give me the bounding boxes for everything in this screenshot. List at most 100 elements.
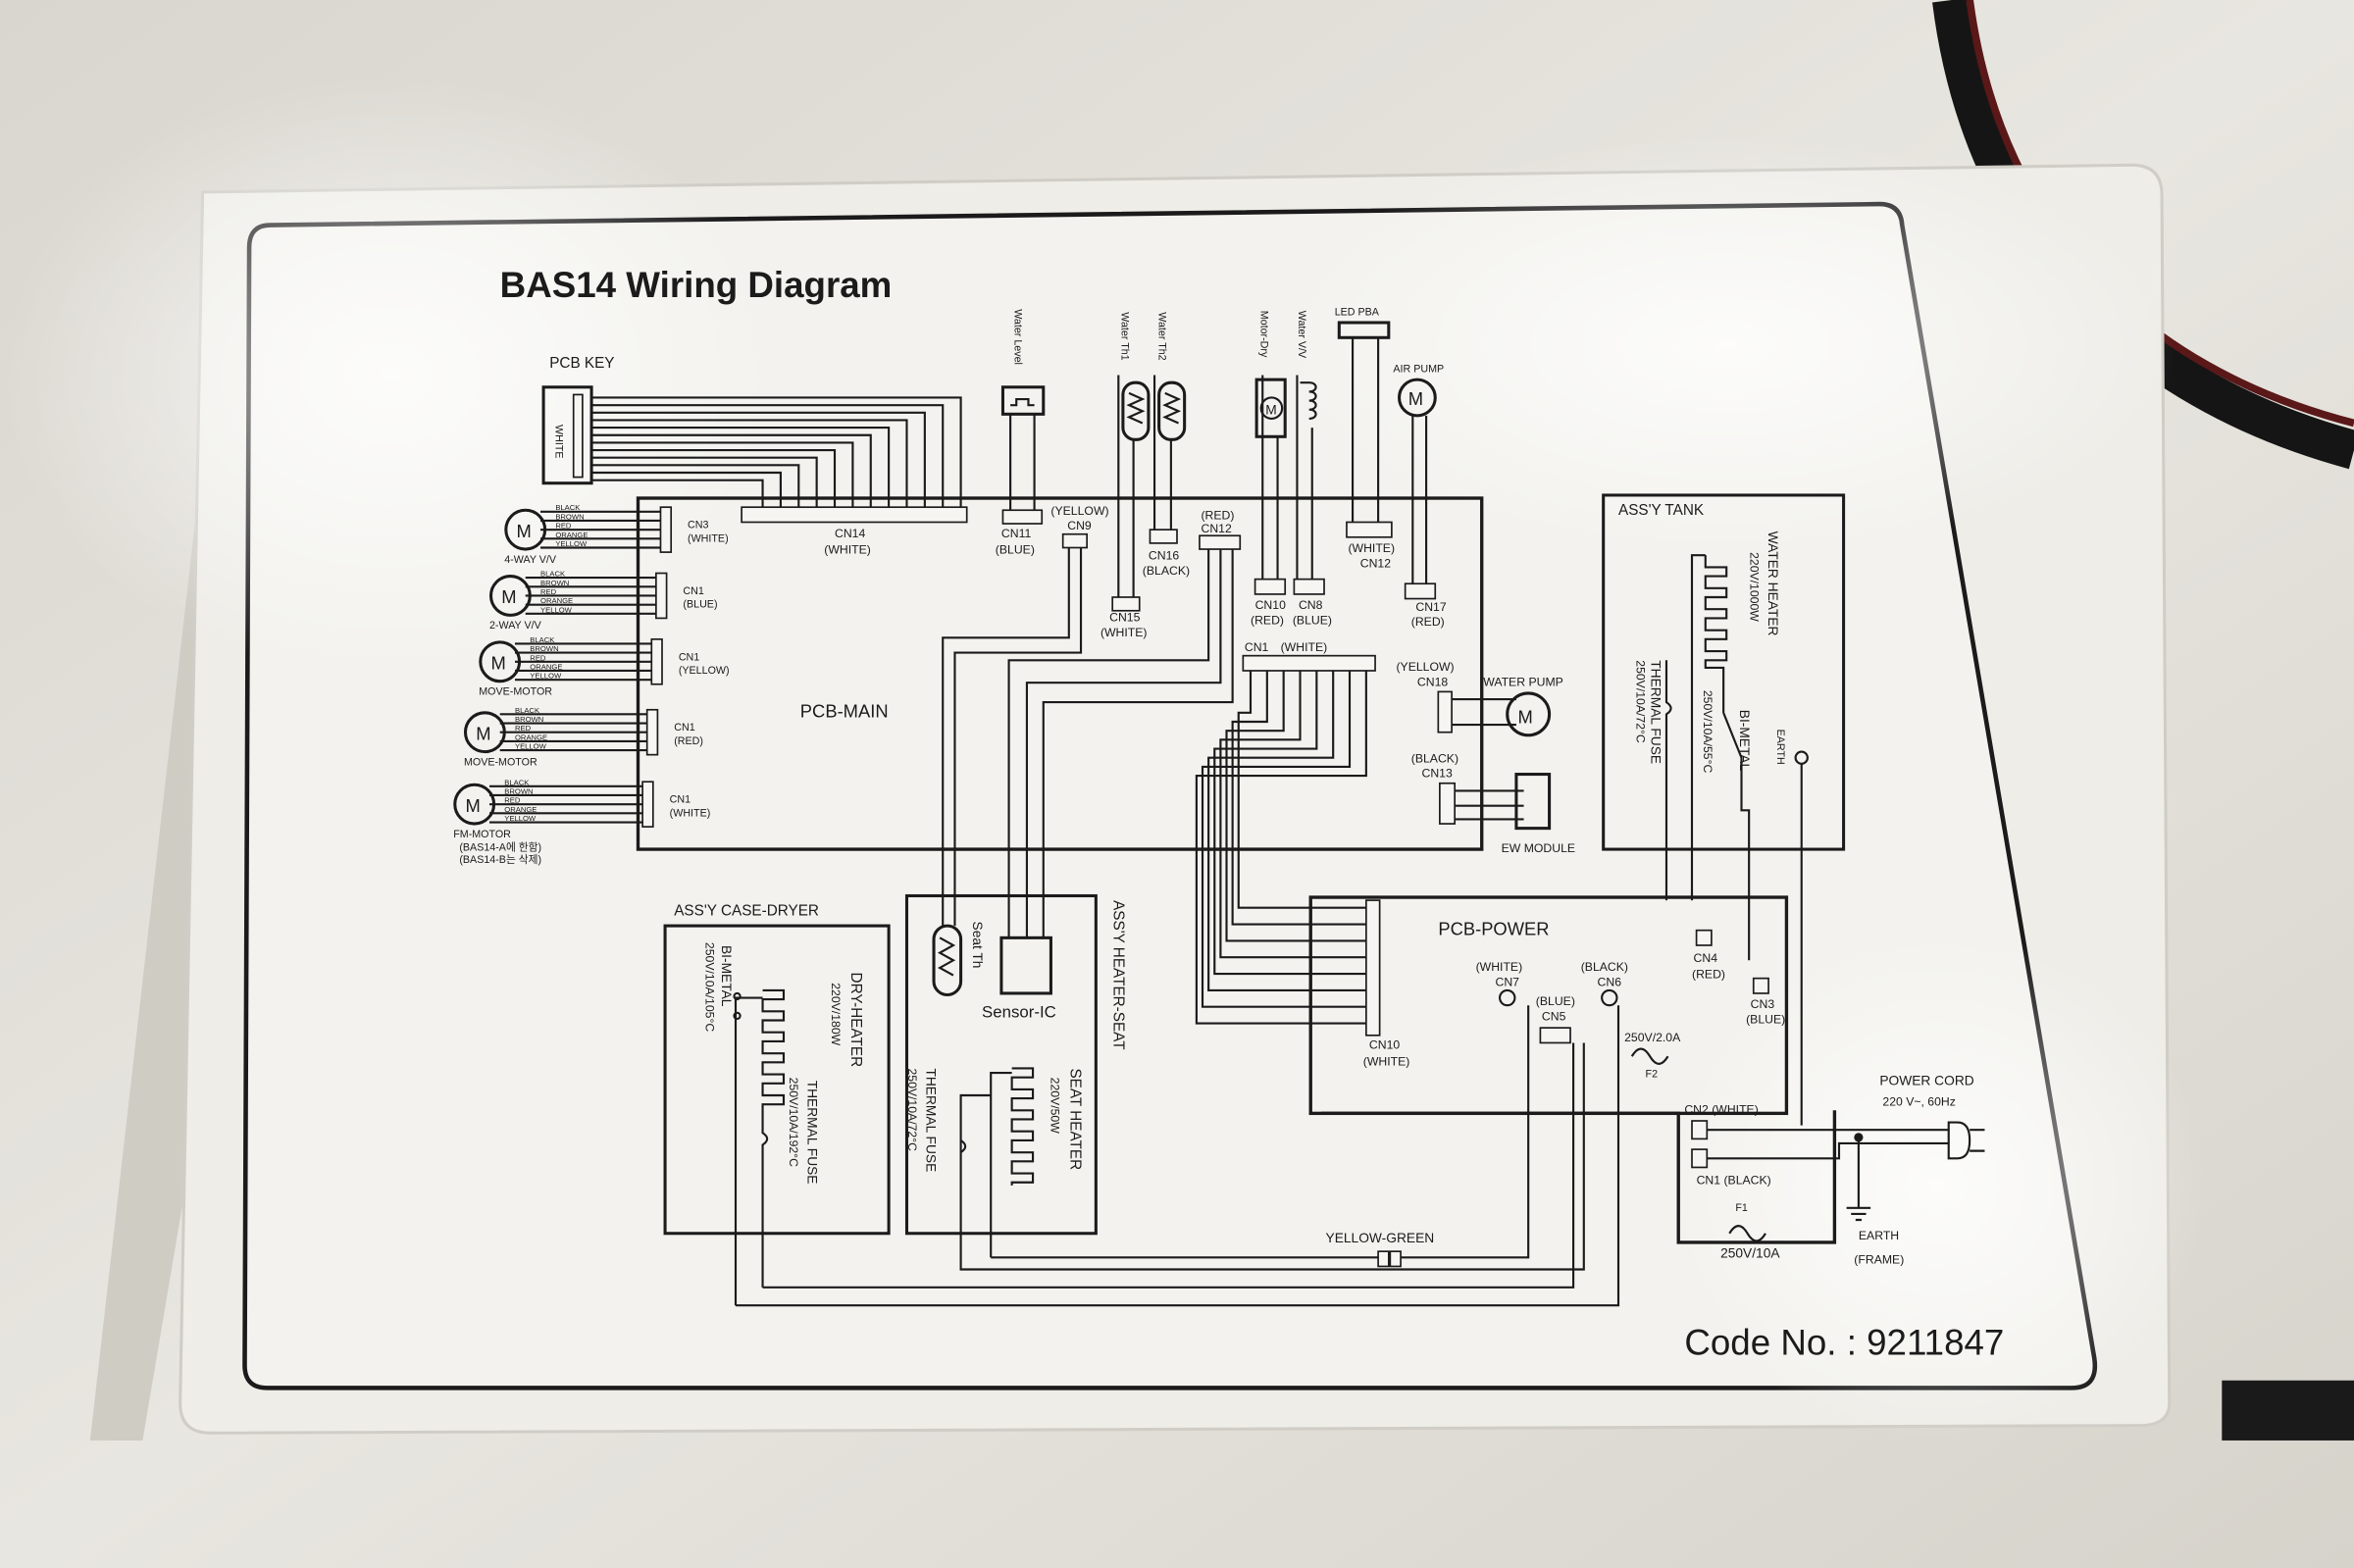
key-bus-wire — [591, 464, 800, 508]
motor-symbol: M — [491, 652, 506, 673]
motor-cn-color: (WHITE) — [670, 807, 711, 819]
earth-frame-sub: (FRAME) — [1854, 1252, 1904, 1266]
key-bus-wire — [591, 404, 945, 508]
air-pump-symbol: M — [1408, 388, 1423, 409]
key-bus-wire — [591, 471, 782, 508]
motor-symbol: M — [476, 723, 490, 743]
cn8-color: (BLUE) — [1293, 614, 1332, 628]
bimetal-contact — [733, 1011, 742, 1021]
motor-dry-label: Motor-Dry — [1258, 311, 1270, 358]
wire-color-label: BROWN — [555, 512, 584, 521]
water-th1-label: Water Th1 — [1118, 312, 1130, 360]
power-cn10-color: (WHITE) — [1363, 1054, 1410, 1068]
cn3-color: (BLUE) — [1746, 1013, 1785, 1027]
wire-color-label: BLACK — [530, 635, 555, 644]
motor-1: MBLACKBROWNREDORANGEYELLOWCN1(BLUE)2-WAY… — [489, 570, 718, 632]
heater-seat-label: ASS'Y HEATER-SEAT — [1110, 900, 1127, 1050]
seat-fuse-rating: 250V/10A/72°C — [905, 1068, 919, 1151]
heater-seat-box — [904, 893, 1098, 1236]
wire-color-label: ORANGE — [530, 662, 562, 671]
fuse-f1-icon — [1728, 1225, 1766, 1242]
cn5-connector — [1539, 1027, 1571, 1044]
pcb-key-label: PCB KEY — [549, 355, 614, 372]
case-dryer-label: ASS'Y CASE-DRYER — [674, 902, 819, 919]
tank-bimetal-rating: 250V/10A/55°C — [1701, 690, 1714, 774]
cn10-color: (RED) — [1251, 614, 1284, 628]
tank-bimetal-label: BI-METAL — [1737, 710, 1752, 772]
motor-4: MBLACKBROWNREDORANGEYELLOWCN1(WHITE)FM-M… — [453, 778, 710, 866]
cn14-color: (WHITE) — [824, 543, 871, 557]
water-level-sensor-icon — [1000, 385, 1046, 416]
seat-th-label: Seat Th — [970, 922, 985, 969]
earth-junction — [1854, 1133, 1864, 1142]
motor-symbol: M — [465, 795, 480, 816]
cn10-name: CN10 — [1255, 598, 1286, 612]
tank-heater-label: WATER HEATER — [1766, 531, 1780, 636]
cn1-wire — [1213, 670, 1366, 976]
dry-heater-rating: 220V/180W — [829, 983, 843, 1045]
cn7-color: (WHITE) — [1476, 960, 1523, 974]
power-plug-icon — [1947, 1121, 1985, 1160]
wire-color-label: BROWN — [515, 715, 543, 724]
cn1-black-connector — [1691, 1148, 1709, 1169]
power-cn10-connector — [1365, 899, 1381, 1037]
air-pump-label: AIR PUMP — [1393, 363, 1444, 375]
cn5-name: CN5 — [1542, 1009, 1566, 1023]
motor-3: MBLACKBROWNREDORANGEYELLOWCN1(RED)MOVE-M… — [463, 706, 703, 768]
power-cord-wires — [1707, 1129, 1949, 1208]
ew-module-icon — [1514, 773, 1552, 831]
f1-rating: 250V/10A — [1720, 1245, 1780, 1260]
wire — [1452, 697, 1516, 727]
wire-color-label: ORANGE — [555, 531, 588, 539]
motor-2: MBLACKBROWNREDORANGEYELLOWCN1(YELLOW)MOV… — [479, 635, 730, 697]
earth-frame-label: EARTH — [1859, 1229, 1899, 1242]
wire-color-label: ORANGE — [504, 805, 537, 814]
cn1-color: (WHITE) — [1281, 640, 1328, 654]
cn1-wire — [1195, 670, 1367, 1025]
cn10-connector — [1254, 578, 1287, 595]
thermistor-glyph — [1126, 391, 1182, 425]
wire-color-label: BROWN — [504, 786, 533, 795]
wire — [1009, 414, 1036, 511]
motor-0: MBLACKBROWNREDORANGEYELLOWCN3(WHITE)4-WA… — [504, 503, 728, 566]
heater-return-wires — [736, 1005, 1620, 1307]
cn17-connector — [1404, 582, 1437, 600]
cn12-white-color: (WHITE) — [1348, 541, 1395, 555]
water-level-label: Water Level — [1012, 309, 1024, 365]
motor-group: MBLACKBROWNREDORANGEYELLOWCN3(WHITE)4-WA… — [453, 503, 730, 866]
wire-color-label: BLACK — [540, 570, 566, 579]
motor-cn-name: CN1 — [683, 585, 703, 597]
tank-label: ASS'Y TANK — [1618, 502, 1705, 519]
wire-color-label: ORANGE — [540, 596, 573, 605]
cn1-name: CN1 — [1245, 640, 1269, 654]
motor-cn-color: (YELLOW) — [679, 665, 730, 677]
cn8-connector — [1293, 578, 1325, 595]
seat-heater-element — [959, 1067, 1035, 1258]
cn14-pins — [741, 506, 968, 524]
cn1-wire — [1231, 670, 1366, 926]
wire-color-label: YELLOW — [515, 742, 547, 751]
code-number: Code No. : 9211847 — [1684, 1323, 2004, 1363]
water-pump-label: WATER PUMP — [1483, 675, 1563, 688]
key-bus-wire — [591, 427, 891, 508]
key-bus-wire — [591, 441, 854, 508]
thermistor-th1-icon — [1121, 380, 1151, 441]
wire — [1455, 789, 1524, 821]
motor-connector — [655, 572, 668, 620]
cn6-color: (BLACK) — [1581, 960, 1628, 974]
key-bus-wire — [591, 396, 962, 508]
tank-assembly-box — [1602, 493, 1846, 851]
cn18-color: (YELLOW) — [1396, 660, 1454, 674]
cn11-color: (BLUE) — [996, 543, 1035, 557]
cn1-wire — [1207, 670, 1366, 991]
water-pump-symbol: M — [1517, 707, 1532, 728]
water-valve-coil-icon — [1300, 381, 1317, 420]
seat-heater-label: SEAT HEATER — [1066, 1068, 1083, 1170]
f2-label: F2 — [1646, 1069, 1659, 1081]
key-bus-wire — [591, 411, 926, 508]
wire-color-label: BROWN — [540, 579, 569, 587]
cn17-color: (RED) — [1411, 615, 1445, 629]
light-glare — [1276, 134, 2177, 556]
motor-connector — [645, 708, 659, 756]
motor-cn-color: (RED) — [674, 735, 703, 747]
